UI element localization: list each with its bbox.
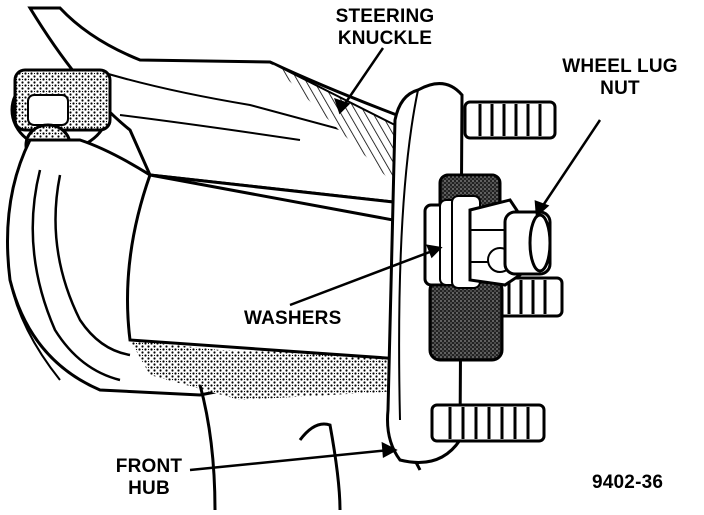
leader-lines — [189, 47, 602, 472]
leader-front-hub — [189, 448, 391, 472]
label-front-hub-line1: FRONT — [115, 456, 183, 477]
label-washers: WASHERS — [244, 308, 342, 329]
label-front-hub-line2: HUB — [128, 478, 170, 499]
label-steering-knuckle: STEERING KNUCKLE — [320, 6, 450, 50]
label-wheel-lug-nut: WHEEL LUG NUT — [560, 56, 680, 100]
lug-nut — [468, 198, 552, 287]
label-wheel-lug-nut-line1: WHEEL LUG — [562, 56, 678, 77]
leader-washers — [289, 248, 436, 307]
axle-cylinder — [126, 173, 422, 362]
label-steering-knuckle-line1: STEERING — [335, 6, 435, 27]
figure-id: 9402-36 — [592, 472, 664, 493]
label-wheel-lug-nut-line2: NUT — [600, 78, 640, 99]
label-steering-knuckle-line2: KNUCKLE — [337, 28, 433, 49]
leader-steering-knuckle — [340, 47, 385, 109]
leader-wheel-lug-nut — [538, 119, 602, 211]
label-front-hub: FRONT HUB — [106, 456, 192, 500]
lower-stud — [430, 403, 546, 443]
upper-stud — [463, 100, 557, 140]
